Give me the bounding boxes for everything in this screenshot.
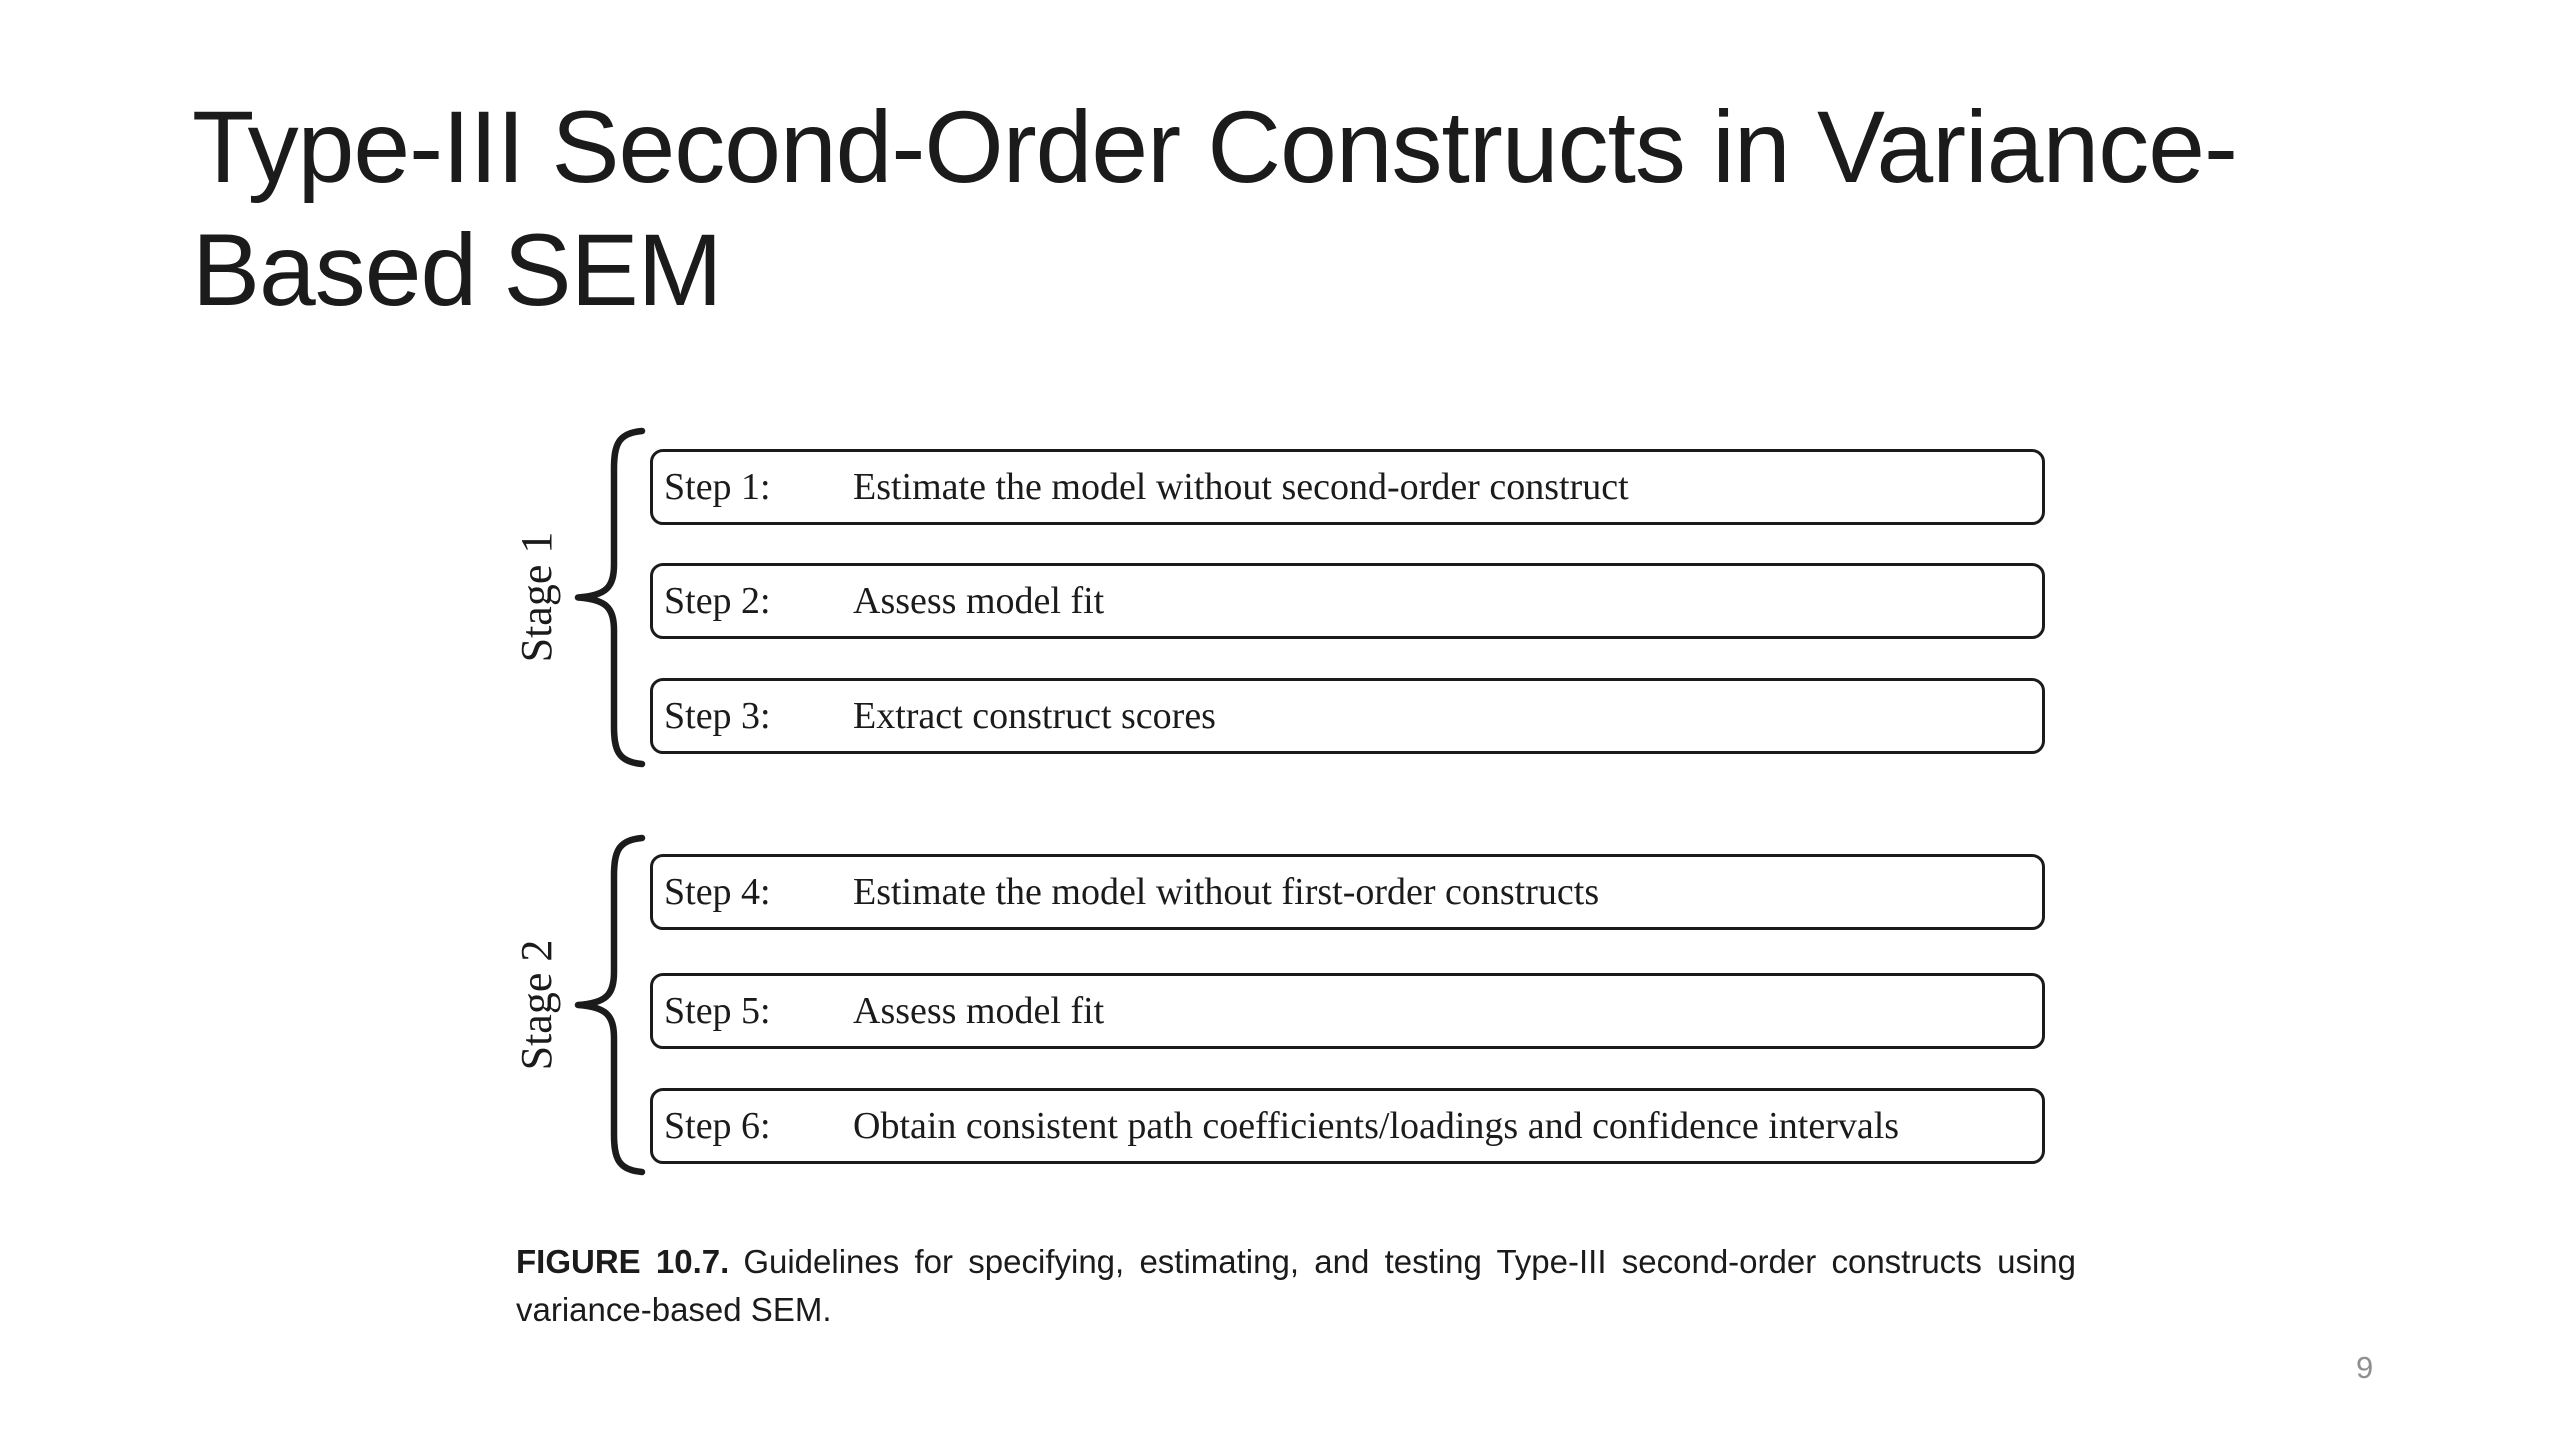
step-2-number: Step 2: [664, 580, 771, 622]
stage-2-brace-icon [568, 832, 650, 1178]
step-3-number: Step 3: [664, 695, 771, 737]
slide-title-line-1: Type-III Second-Order Constructs in Vari… [192, 90, 2238, 204]
step-4-number: Step 4: [664, 871, 771, 913]
step-4-text: Estimate the model without first-order c… [853, 871, 1600, 913]
figure-caption-text: Guidelines for specifying, estimating, a… [516, 1243, 2076, 1328]
figure-caption: FIGURE 10.7.Guidelines for specifying, e… [516, 1238, 2076, 1334]
step-3-text: Extract construct scores [853, 695, 1216, 737]
figure-caption-label: FIGURE 10.7. [516, 1243, 730, 1280]
stage-2-label: Stage 2 [512, 939, 561, 1071]
step-1-number: Step 1: [664, 466, 771, 508]
step-6-text: Obtain consistent path coefficients/load… [853, 1105, 1900, 1147]
step-5-text: Assess model fit [853, 990, 1105, 1032]
step-1-box: Step 1: Estimate the model without secon… [650, 449, 2045, 525]
step-2-text: Assess model fit [853, 580, 1105, 622]
step-2-box: Step 2: Assess model fit [650, 563, 2045, 639]
step-1-text: Estimate the model without second-order … [853, 466, 1629, 508]
page-number: 9 [2356, 1350, 2374, 1385]
step-4-box: Step 4: Estimate the model without first… [650, 854, 2045, 930]
step-6-box: Step 6: Obtain consistent path coefficie… [650, 1088, 2045, 1164]
step-5-number: Step 5: [664, 990, 771, 1032]
slide-title: Type-III Second-Order Constructs in Vari… [192, 86, 2238, 332]
step-5-box: Step 5: Assess model fit [650, 973, 2045, 1049]
stage-1-brace-icon [568, 425, 650, 770]
stage-1-label: Stage 1 [512, 531, 561, 663]
step-6-number: Step 6: [664, 1105, 771, 1147]
step-3-box: Step 3: Extract construct scores [650, 678, 2045, 754]
slide-title-line-2: Based SEM [192, 213, 723, 327]
